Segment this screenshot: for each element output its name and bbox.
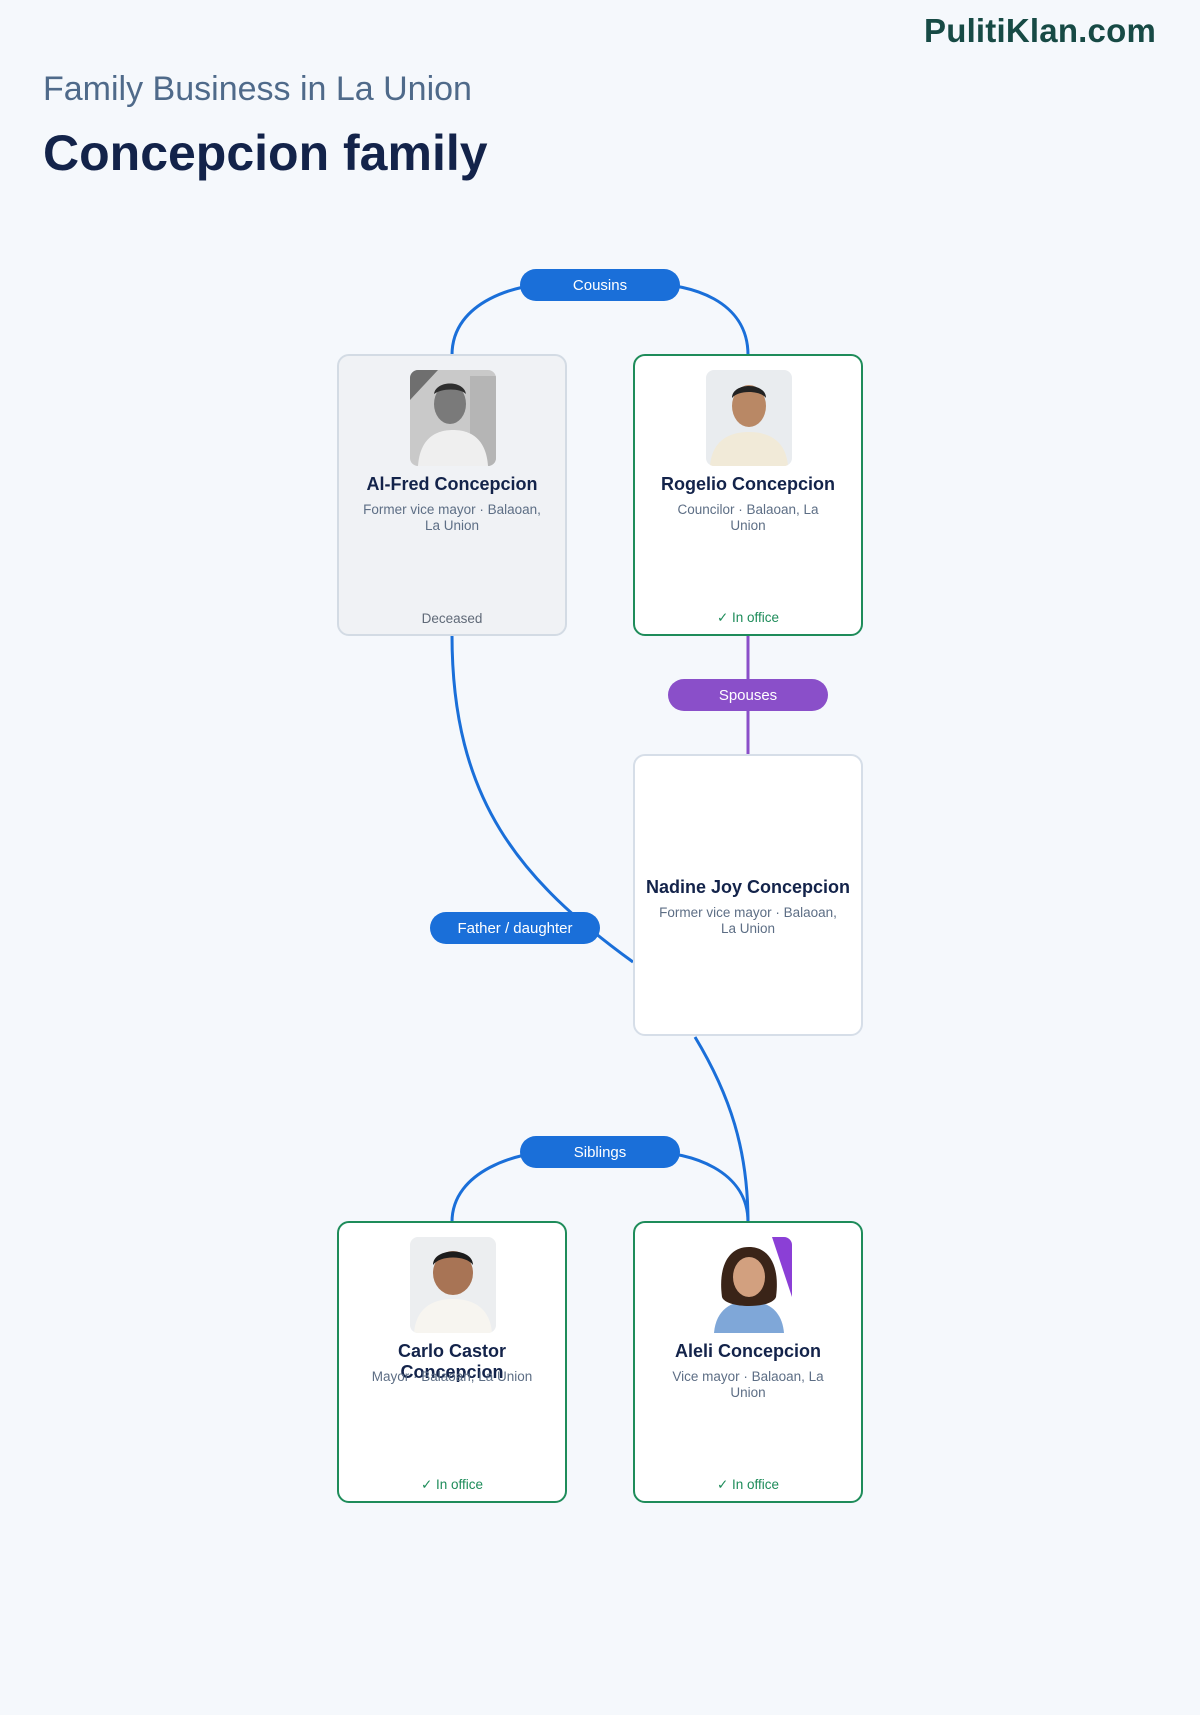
person-name: Al-Fred Concepcion bbox=[366, 474, 538, 494]
person-role: Vice mayor · Balaoan, La Union bbox=[672, 1369, 824, 1400]
relation-label-siblings: Siblings bbox=[520, 1136, 680, 1168]
portrait-photo bbox=[410, 370, 496, 466]
portrait-photo bbox=[410, 1237, 496, 1333]
person-role: Former vice mayor · Balaoan, La Union bbox=[659, 905, 837, 936]
portrait-photo bbox=[706, 370, 792, 466]
person-card-alfred[interactable]: Al-Fred Concepcion Former vice mayor · B… bbox=[337, 354, 567, 636]
status-label: Deceased bbox=[421, 611, 483, 626]
person-name: Carlo Castor Concepcion bbox=[397, 1341, 507, 1382]
person-role: Former vice mayor · Balaoan, La Union bbox=[363, 502, 541, 533]
person-role: Mayor · Balaoan, La Union bbox=[371, 1369, 533, 1384]
status-label: ✓ In office bbox=[716, 1477, 780, 1492]
status-label: ✓ In office bbox=[420, 1477, 484, 1492]
page-subtitle: Family Business in La Union bbox=[43, 70, 472, 108]
portrait-photo bbox=[706, 1237, 792, 1333]
person-name: Rogelio Concepcion bbox=[660, 474, 835, 494]
person-card-carlo[interactable]: Carlo Castor Concepcion Mayor · Balaoan,… bbox=[337, 1221, 567, 1503]
person-name: Aleli Concepcion bbox=[674, 1341, 822, 1361]
relation-label-spouses: Spouses bbox=[668, 679, 828, 711]
person-card-nadine[interactable]: Nadine Joy Concepcion Former vice mayor … bbox=[633, 754, 863, 1036]
person-role: Councilor · Balaoan, La Union bbox=[677, 502, 819, 533]
relation-label-cousins: Cousins bbox=[520, 269, 680, 301]
mother-daughter-connector bbox=[693, 1036, 750, 1223]
page-title: Concepcion family bbox=[43, 125, 488, 181]
site-logo[interactable]: PulitiKlan.com bbox=[924, 12, 1156, 49]
person-name: Nadine Joy Concepcion bbox=[645, 877, 851, 897]
person-card-rogelio[interactable]: Rogelio Concepcion Councilor · Balaoan, … bbox=[633, 354, 863, 636]
status-label: ✓ In office bbox=[716, 610, 780, 625]
relation-label-father-daughter: Father / daughter bbox=[430, 912, 600, 944]
person-card-aleli[interactable]: Aleli Concepcion Vice mayor · Balaoan, L… bbox=[633, 1221, 863, 1503]
